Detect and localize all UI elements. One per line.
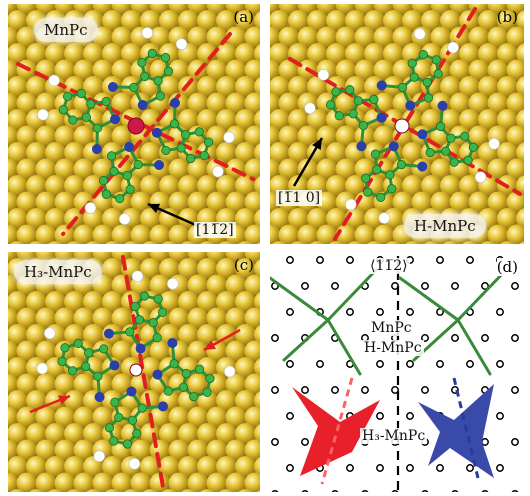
panel-a-image [8, 4, 260, 244]
panel-d-schematic [270, 252, 524, 492]
red-molecule-shape [292, 387, 380, 476]
highlight-arrow [29, 394, 71, 414]
panel-c-letter: (c) [233, 256, 254, 274]
panel-c: H₃-MnPc (c) [8, 252, 260, 492]
manganese-atom [394, 118, 410, 134]
panel-a-letter: (a) [233, 8, 254, 26]
highlight-arrow [203, 328, 241, 352]
panel-c-label: H₃-MnPc [14, 260, 102, 284]
panel-c-image [8, 252, 260, 492]
panel-b-image [270, 4, 524, 244]
panel-d-letter: (d) [496, 258, 518, 276]
panel-a: MnPc (a) [11̅2] [8, 4, 260, 244]
mnpc-schematic [270, 268, 378, 376]
panel-d: (d) ⟨11̅2⟩ MnPc H-MnPc H₃-MnPc [270, 252, 524, 492]
panel-d-label-h3-mnpc: H₃-MnPc [360, 428, 428, 444]
molecule-axis-line [61, 32, 232, 236]
panel-d-direction: ⟨11̅2⟩ [368, 258, 410, 274]
panel-d-label-mnpc: MnPc [369, 320, 414, 336]
panel-a-direction: [11̅2] [194, 222, 236, 238]
lattice-points [271, 256, 519, 492]
panel-b-label: H-MnPc [404, 214, 486, 238]
h3-mnpc-molecule [36, 270, 236, 470]
panel-d-label-h-mnpc: H-MnPc [362, 340, 424, 356]
molecule-axis-line [121, 255, 165, 489]
h-mnpc-molecule [304, 28, 500, 224]
mnpc-molecule [37, 27, 235, 225]
panel-b-direction: [1̅1 0] [276, 190, 323, 206]
panel-a-label: MnPc [34, 18, 98, 42]
blue-molecule-axis [452, 377, 480, 479]
manganese-atom [127, 117, 145, 135]
direction-arrow [147, 202, 199, 228]
red-molecule-axis [320, 377, 354, 485]
panel-b: (b) [1̅1 0] H-MnPc [270, 4, 524, 244]
panel-b-letter: (b) [496, 8, 518, 26]
blue-molecule-shape [418, 384, 494, 478]
direction-arrow [292, 137, 324, 187]
manganese-atom [129, 363, 143, 377]
